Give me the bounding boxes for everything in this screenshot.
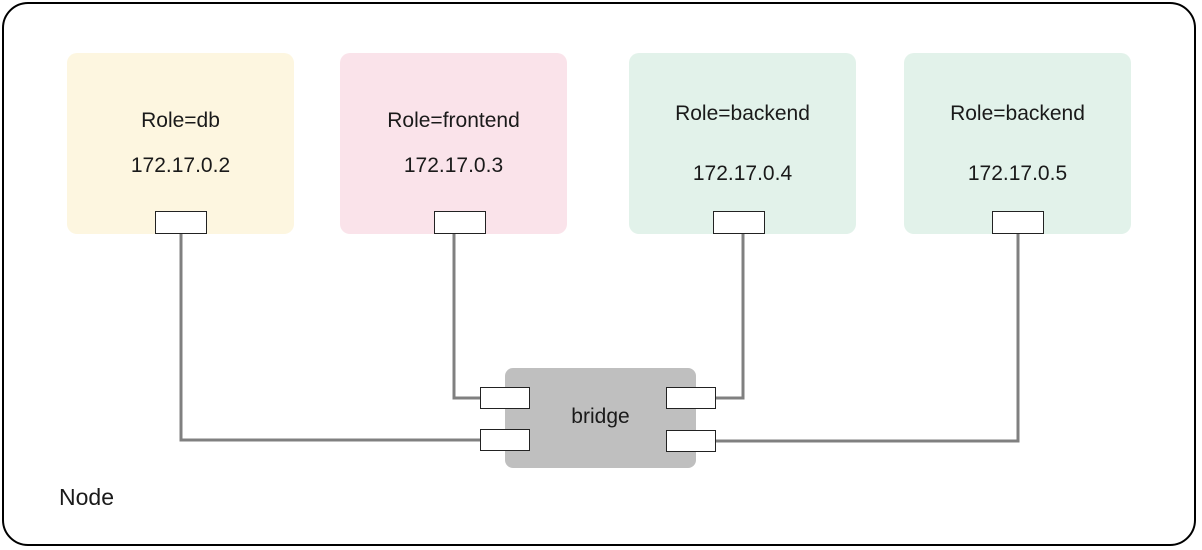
pod-port-backend-2	[992, 211, 1044, 234]
pod-ip: 172.17.0.5	[967, 162, 1068, 185]
pod-backend-2: Role=backend 172.17.0.5	[904, 53, 1131, 234]
pod-db: Role=db 172.17.0.2	[67, 53, 294, 234]
bridge-port-top-right	[666, 387, 716, 409]
bridge	[505, 368, 696, 468]
bridge-port-top-left	[480, 387, 530, 409]
wire-backend-2	[716, 234, 1020, 443]
pod-port-db	[155, 211, 207, 234]
bridge-port-bottom-left	[480, 429, 530, 451]
pod-ip: 172.17.0.4	[692, 162, 793, 185]
pod-role: Role=db	[141, 109, 220, 132]
pod-role: Role=frontend	[387, 109, 520, 132]
pod-ip: 172.17.0.3	[403, 154, 504, 177]
pod-role: Role=backend	[950, 102, 1085, 125]
wire-db	[179, 234, 480, 442]
bridge-label: bridge	[571, 405, 630, 428]
bridge-port-bottom-right	[666, 430, 716, 452]
pod-ip: 172.17.0.2	[130, 154, 231, 177]
wire-backend-1	[716, 234, 745, 400]
pod-backend-1: Role=backend 172.17.0.4	[629, 53, 856, 234]
pod-frontend: Role=frontend 172.17.0.3	[340, 53, 567, 234]
pod-port-frontend	[434, 211, 486, 234]
pod-role: Role=backend	[675, 102, 810, 125]
node-label: Node	[59, 484, 114, 510]
wire-frontend	[452, 234, 480, 400]
pod-port-backend-1	[713, 211, 765, 234]
